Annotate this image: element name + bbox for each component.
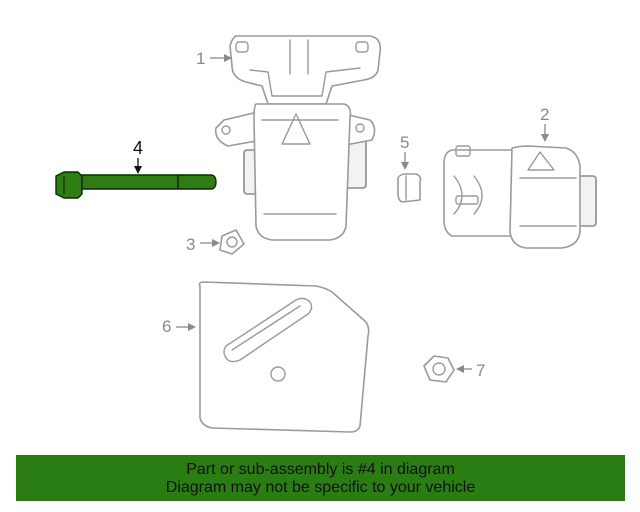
callout-5: 5 bbox=[400, 133, 409, 152]
part-2-mount: 2 bbox=[443, 105, 597, 249]
part-7-hex-nut: 7 bbox=[423, 355, 485, 383]
callout-6: 6 bbox=[162, 317, 171, 336]
part-5-nut: 5 bbox=[397, 133, 422, 203]
banner-line-2: Diagram may not be specific to your vehi… bbox=[165, 479, 476, 496]
diagram-caption-banner: Part or sub-assembly is #4 in diagram Di… bbox=[16, 455, 625, 501]
callout-4: 4 bbox=[133, 138, 143, 158]
callout-7: 7 bbox=[476, 361, 485, 380]
banner-line-1: Part or sub-assembly is #4 in diagram bbox=[186, 461, 455, 478]
part-6-plate: 6 bbox=[162, 281, 370, 433]
part-4-bolt-highlighted: 4 bbox=[55, 138, 217, 199]
callout-2: 2 bbox=[540, 105, 549, 124]
callout-3: 3 bbox=[186, 235, 195, 254]
callout-1: 1 bbox=[196, 49, 205, 68]
part-1-mount: 1 bbox=[196, 35, 382, 241]
part-3-bolt: 3 bbox=[186, 229, 245, 255]
